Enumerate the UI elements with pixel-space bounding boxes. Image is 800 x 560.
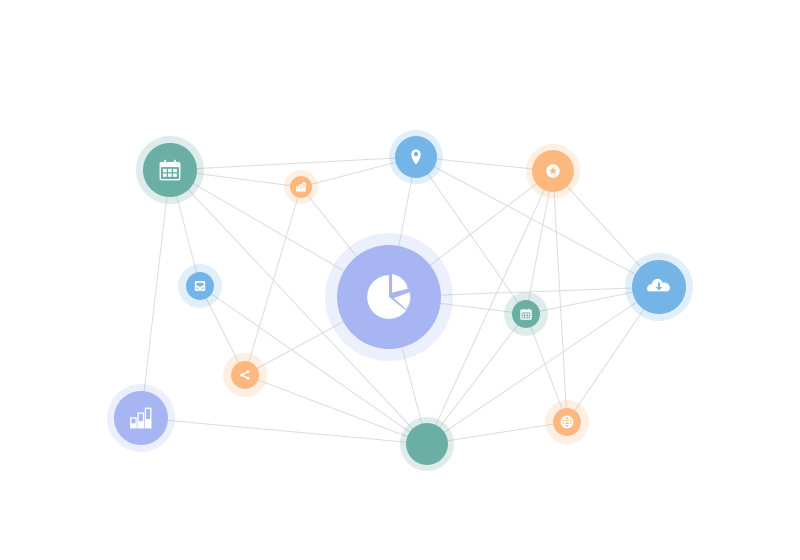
- plain-node-disc: [406, 423, 448, 465]
- edge-share-bottom: [244, 374, 428, 445]
- bar-chart-icon: [296, 182, 306, 192]
- calendar-icon: [159, 159, 181, 181]
- hub-node[interactable]: [325, 233, 453, 361]
- cloud-download-node[interactable]: [625, 253, 693, 321]
- edge-cal-mid-globe: [525, 313, 568, 423]
- edge-pin-cloud: [415, 156, 660, 288]
- share-node[interactable]: [223, 353, 267, 397]
- edge-globe-bottom: [426, 421, 568, 445]
- edge-badge-globe: [552, 170, 568, 423]
- globe-icon: [560, 415, 574, 429]
- star-badge-icon: [546, 164, 560, 178]
- share-icon: [240, 370, 250, 380]
- node-layer: [107, 130, 693, 471]
- edge-pin-badge: [415, 156, 554, 172]
- star-badge-node[interactable]: [526, 144, 580, 198]
- location-node[interactable]: [389, 130, 443, 184]
- edge-cloud-globe: [566, 286, 660, 423]
- bar-chart-node-small[interactable]: [284, 170, 318, 204]
- globe-node[interactable]: [545, 400, 589, 444]
- plain-node[interactable]: [400, 417, 454, 471]
- cloud-download-icon: [647, 278, 670, 292]
- edge-pin-cal-mid: [415, 156, 527, 315]
- edge-cal-tl-pin: [169, 156, 417, 171]
- edge-bars-bottom: [140, 417, 428, 445]
- calendar-node-small[interactable]: [504, 292, 548, 336]
- edge-badge-bottom: [426, 170, 554, 445]
- edge-badge-cal-mid: [525, 170, 554, 315]
- edge-cal-tl-bars: [140, 169, 171, 419]
- edge-cloud-bottom: [426, 286, 660, 445]
- edge-cal-tl-bottom: [169, 169, 428, 445]
- edge-inbox-share: [199, 285, 246, 376]
- pie-chart-icon: [367, 274, 411, 319]
- bar-chart-node-large-disc: [114, 391, 168, 445]
- bar-chart-icon: [130, 407, 152, 429]
- edge-chart-sm-share: [244, 186, 302, 376]
- inbox-node[interactable]: [178, 264, 222, 308]
- edge-inbox-bottom: [199, 285, 428, 445]
- calendar-icon: [520, 308, 532, 320]
- bar-chart-node-small-disc: [290, 176, 312, 198]
- inbox-icon: [194, 281, 206, 291]
- inbox-node-disc: [186, 272, 214, 300]
- edge-cal-mid-bottom: [426, 313, 527, 445]
- share-node-disc: [231, 361, 259, 389]
- calendar-node-large[interactable]: [136, 136, 204, 204]
- map-pin-icon: [411, 149, 421, 165]
- bar-chart-node-large[interactable]: [107, 384, 175, 452]
